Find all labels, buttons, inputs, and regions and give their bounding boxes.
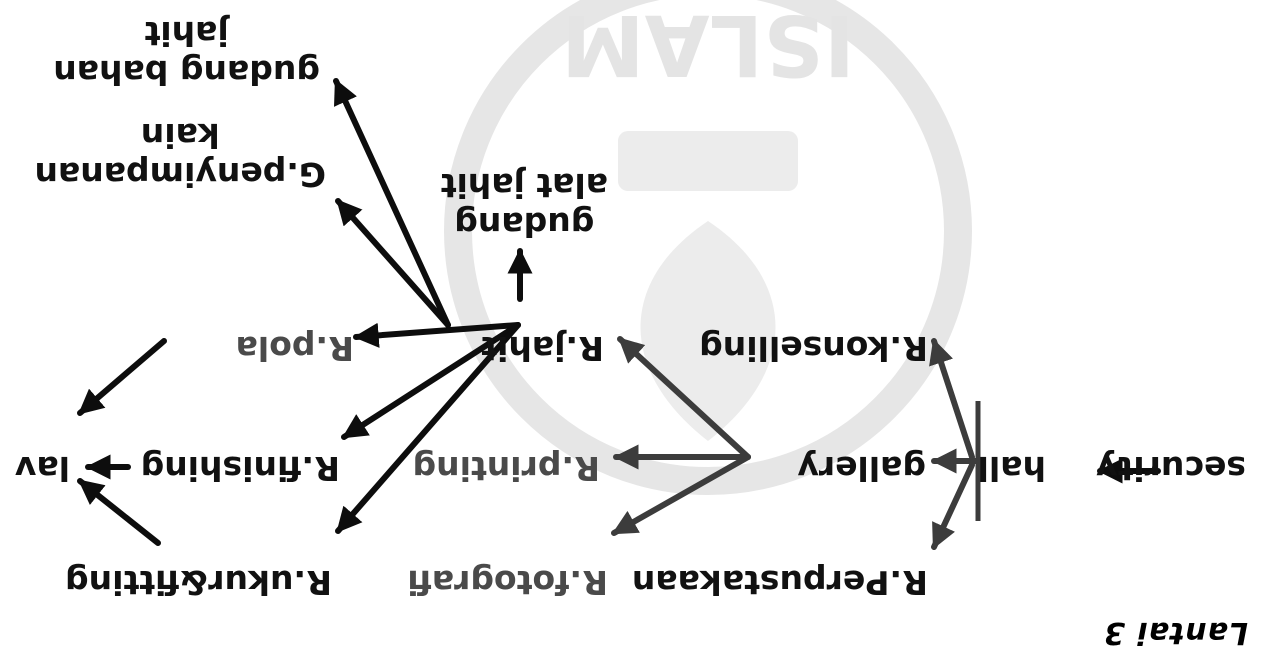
arrow-jahit-penyimpanan [335,198,451,328]
node-gudang-bahan-line2: jahit [144,14,229,54]
arrow-hall-perpustakaan [931,462,975,550]
seal-book-shape [618,131,798,191]
arrow-gallery-fotografi [611,454,751,536]
node-gudang-bahan-jahit: gudang bahan jahit [53,13,320,92]
node-lav: lav [14,449,70,488]
node-ukur-fitting: R.ukur&fitting [65,563,332,602]
node-security: security [1096,449,1246,488]
arrow-jahit-finishing [341,322,521,440]
node-penyimpanan-line1: G.penyimpanan [34,155,326,194]
arrow-pola-lav [77,338,167,416]
node-penyimpanan-kain: G.penyimpanan kain [34,115,326,194]
arrow-ukur-lav [77,478,161,546]
seal-text: ISLAM [561,0,855,94]
node-hall: hall [977,449,1046,488]
arrow-jahit-pola [353,322,521,348]
node-gudang-bahan-line1: gudang bahan [53,53,320,92]
node-konselling: R.konselling [699,329,928,368]
arrow-jahit-gudang-bahan [333,78,451,328]
arrow-hall-konselling [929,338,975,460]
node-printing: R.printing [412,449,600,488]
node-gudang-alat-line2: alat jahit [440,166,608,206]
node-finishing: R.finishing [140,449,340,488]
node-pola: R.pola [235,329,354,368]
node-perpustakaan: R.Perpustakaan [631,563,928,602]
floor-caption: Lantai 3 [1103,615,1248,650]
arrow-gallery-jahit [617,336,751,460]
node-penyimpanan-line2: kain [140,116,220,156]
node-gallery: gallery [797,449,926,488]
node-jahit: R.jahit [481,329,604,368]
node-fotografi: R.fotografi [407,563,608,602]
arrow-jahit-ukur [335,322,521,534]
node-gudang-alat-jahit: gudang alat jahit [440,165,608,244]
node-gudang-alat-line1: gudang [454,205,595,244]
